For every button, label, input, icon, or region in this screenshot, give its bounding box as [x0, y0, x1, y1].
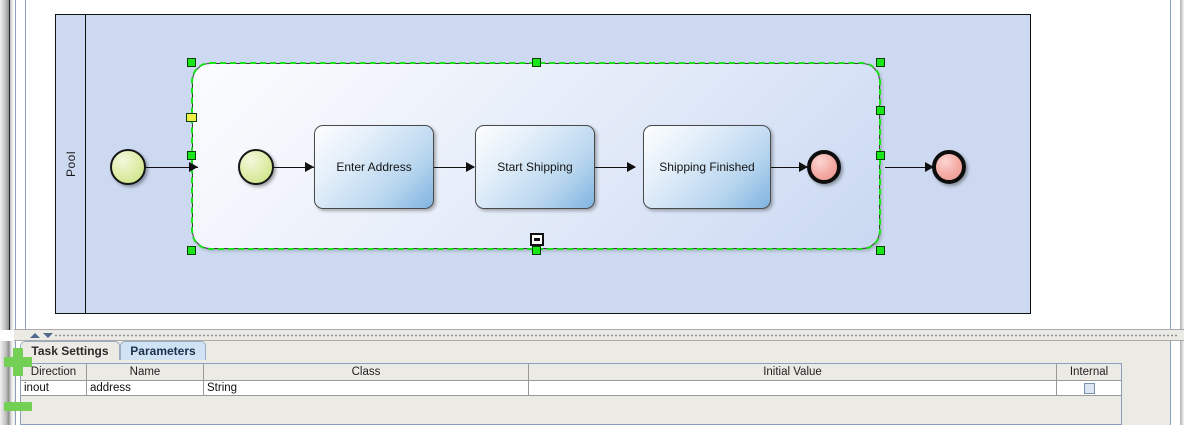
triangle-up-icon[interactable]	[30, 333, 40, 338]
end-event-inner[interactable]	[807, 150, 841, 184]
table-header-row: Direction Name Class Initial Value Inter…	[21, 364, 1121, 381]
start-event-outer[interactable]	[110, 149, 146, 185]
resize-handle-top-right[interactable]	[876, 58, 885, 67]
arrowhead-task3	[627, 162, 636, 172]
start-event-inner[interactable]	[238, 149, 274, 185]
arrowhead-task2	[466, 162, 475, 172]
remove-parameter-button[interactable]	[4, 402, 32, 411]
arrowhead-outer-end	[925, 162, 934, 172]
column-header-name[interactable]: Name	[87, 364, 204, 380]
subprocess-collapse-icon[interactable]	[530, 233, 544, 246]
arrowhead-task1	[305, 162, 314, 172]
column-header-class[interactable]: Class	[204, 364, 529, 380]
canvas-left-rail[interactable]	[15, 0, 26, 330]
window-left-gutter	[0, 0, 14, 330]
connector-task1-to-task2	[434, 167, 474, 168]
pool-header[interactable]: Pool	[56, 15, 86, 313]
end-event-outer[interactable]	[932, 150, 966, 184]
plus-icon[interactable]	[4, 357, 32, 367]
properties-panel: Task Settings Parameters Direction Name …	[0, 341, 1184, 425]
connector-task3-to-end	[771, 167, 807, 168]
panel-left-gutter	[0, 341, 14, 425]
divider-grip	[54, 334, 1178, 337]
table-row[interactable]: inout address String	[21, 381, 1121, 396]
tab-parameters[interactable]: Parameters	[120, 341, 206, 360]
resize-handle-upper-right[interactable]	[876, 106, 885, 115]
table-empty-area	[21, 396, 1121, 424]
task-shipping-finished[interactable]: Shipping Finished	[643, 125, 771, 209]
window-left-edge	[9, 0, 10, 330]
resize-handle-bottom-left[interactable]	[187, 246, 196, 255]
resize-handle-bottom-center[interactable]	[532, 246, 541, 255]
cell-initial-value[interactable]	[529, 381, 1057, 395]
task-enter-address-label: Enter Address	[336, 160, 412, 174]
panel-right-gutter	[1180, 341, 1184, 425]
split-divider[interactable]	[14, 329, 1184, 341]
cell-internal[interactable]	[1057, 381, 1121, 395]
resize-handle-bottom-right[interactable]	[876, 246, 885, 255]
triangle-down-icon[interactable]	[43, 333, 53, 338]
task-start-shipping-label: Start Shipping	[497, 160, 573, 174]
cell-class[interactable]: String	[204, 381, 529, 395]
task-shipping-finished-label: Shipping Finished	[659, 160, 755, 174]
connector-start-to-task1	[274, 167, 314, 168]
cell-name[interactable]: address	[87, 381, 204, 395]
label-handle[interactable]	[186, 113, 197, 122]
diagram-canvas[interactable]: Pool Enter Address	[26, 0, 1169, 329]
tab-task-settings[interactable]: Task Settings	[20, 341, 120, 360]
pool-label: Pool	[63, 150, 78, 178]
parameters-table[interactable]: Direction Name Class Initial Value Inter…	[20, 363, 1122, 425]
connector-task2-to-task3	[595, 167, 635, 168]
column-header-direction[interactable]: Direction	[21, 364, 87, 380]
resize-handle-middle-right[interactable]	[876, 151, 885, 160]
arrowhead-end-inner	[799, 162, 808, 172]
arrowhead-outer-start	[189, 162, 198, 172]
tab-task-settings-label: Task Settings	[31, 344, 109, 358]
cell-direction[interactable]: inout	[21, 381, 87, 395]
resize-handle-middle-left[interactable]	[187, 151, 196, 160]
resize-handle-top-left[interactable]	[187, 58, 196, 67]
column-header-initial-value[interactable]: Initial Value	[529, 364, 1057, 380]
connector-outer-start-to-subprocess	[146, 167, 198, 168]
resize-handle-top-center[interactable]	[532, 58, 541, 67]
window-right-gutter	[1180, 0, 1184, 330]
tab-parameters-label: Parameters	[130, 344, 196, 358]
column-header-internal[interactable]: Internal	[1069, 366, 1109, 378]
task-enter-address[interactable]: Enter Address	[314, 125, 434, 209]
task-start-shipping[interactable]: Start Shipping	[475, 125, 595, 209]
connector-subprocess-to-outer-end	[885, 167, 933, 168]
internal-checkbox[interactable]	[1083, 382, 1095, 394]
